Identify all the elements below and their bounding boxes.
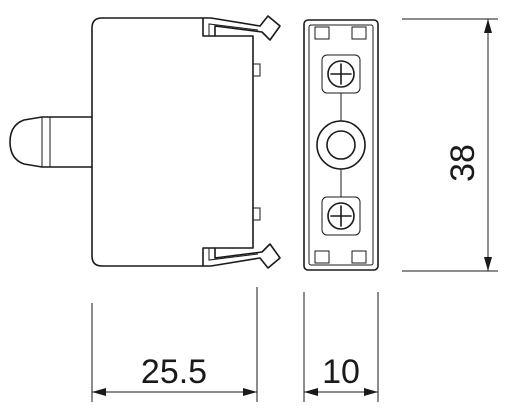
front-view <box>303 19 379 271</box>
bottom-screw-icon <box>321 196 361 236</box>
housing-body <box>91 17 254 267</box>
top-slot-right <box>351 26 367 40</box>
side-tab-top <box>253 63 261 77</box>
top-slot-left <box>314 26 330 40</box>
dimension-height: 38 <box>402 18 498 272</box>
top-latch-inner <box>208 23 259 36</box>
plunger-step <box>41 117 51 167</box>
dimension-width-label: 10 <box>322 353 360 391</box>
top-screw-icon <box>321 54 361 94</box>
dimension-height-label: 38 <box>444 144 482 182</box>
dimension-depth: 25.5 <box>91 287 258 402</box>
plunger-hole-icon <box>316 120 366 170</box>
front-inner-frame <box>308 24 374 266</box>
bottom-latch-clip <box>202 243 281 269</box>
side-view <box>9 15 281 269</box>
dimension-depth-label: 25.5 <box>141 353 207 391</box>
side-tab-bottom <box>253 207 261 221</box>
dimension-width: 10 <box>303 292 379 402</box>
bottom-slot-left <box>314 250 330 264</box>
bottom-latch-inner <box>208 248 259 261</box>
top-latch-clip <box>202 15 281 41</box>
bottom-slot-right <box>351 250 367 264</box>
front-housing <box>303 19 379 271</box>
plunger <box>9 116 93 168</box>
